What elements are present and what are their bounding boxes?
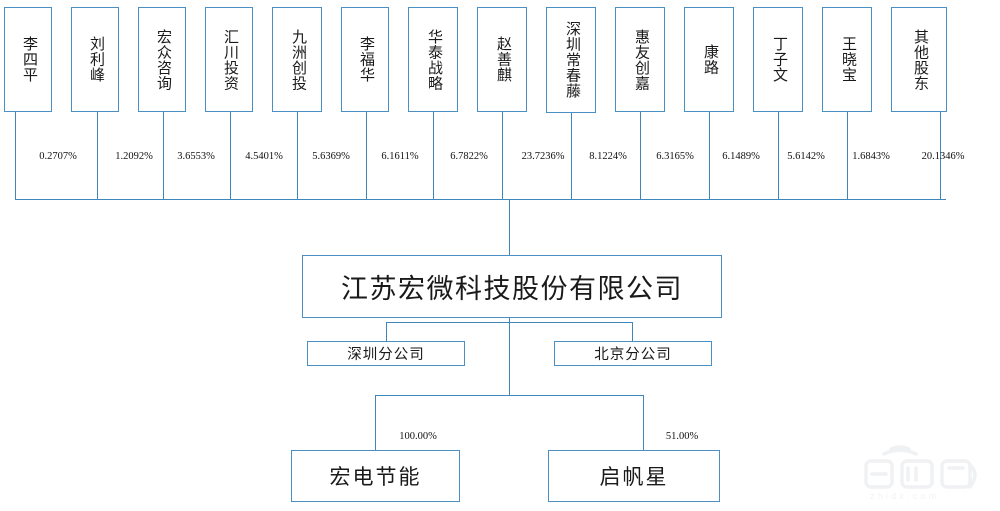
shareholder-name: 康路 <box>701 44 718 75</box>
company-box[interactable]: 江苏宏微科技股份有限公司 <box>302 255 722 318</box>
shareholder-name: 其他股东 <box>911 28 928 91</box>
branch-stem-right <box>632 322 634 341</box>
branch-stem-left <box>386 322 388 341</box>
shareholder-percent: 1.6843% <box>852 151 890 162</box>
company-to-subsidiary-connector <box>509 322 511 396</box>
subsidiary-stem-right <box>643 395 645 450</box>
shareholder-name: 九洲创投 <box>289 28 306 91</box>
shareholder-percent: 0.2707% <box>39 151 77 162</box>
shareholder-name: 李福华 <box>357 36 374 83</box>
shareholder-percent: 3.6553% <box>177 151 215 162</box>
watermark-url: zhidx.com <box>870 491 939 501</box>
shareholder-box[interactable]: 九洲创投 <box>272 7 322 112</box>
shareholder-stem <box>640 112 642 199</box>
company-bottom-stem <box>509 318 511 323</box>
shareholder-box[interactable]: 其他股东 <box>891 7 947 112</box>
subsidiary-percent: 51.00% <box>665 431 699 442</box>
shareholder-stem <box>366 112 368 199</box>
shareholder-name: 汇川投资 <box>221 28 238 91</box>
shareholder-stem <box>847 112 849 199</box>
shareholder-percent: 5.6142% <box>787 151 825 162</box>
shareholder-percent: 6.1489% <box>722 151 760 162</box>
shareholder-box[interactable]: 深圳常春藤 <box>546 7 596 113</box>
shareholder-stem <box>297 112 299 199</box>
shareholder-stem <box>778 112 780 199</box>
subsidiary-box[interactable]: 宏电节能 <box>291 450 460 502</box>
shareholder-bus-line <box>15 199 946 201</box>
shareholder-box[interactable]: 李四平 <box>4 7 52 112</box>
shareholder-percent: 1.2092% <box>115 151 153 162</box>
subsidiary-percent: 100.00% <box>399 431 437 442</box>
subsidiary-stem-left <box>375 395 377 450</box>
shareholder-stem <box>940 112 942 199</box>
shareholder-box[interactable]: 惠友创嘉 <box>615 7 665 112</box>
shareholder-stem <box>433 112 435 199</box>
branch-office-box[interactable]: 北京分公司 <box>554 341 712 366</box>
shareholder-stem <box>571 113 573 199</box>
shareholder-name: 宏众咨询 <box>154 28 171 91</box>
shareholder-name: 刘利峰 <box>87 36 104 83</box>
watermark: zhidx.com <box>850 441 990 505</box>
shareholder-stem <box>230 112 232 199</box>
shareholder-box[interactable]: 康路 <box>684 7 734 112</box>
shareholder-box[interactable]: 宏众咨询 <box>138 7 186 112</box>
shareholder-stem <box>709 112 711 199</box>
shareholder-box[interactable]: 汇川投资 <box>205 7 253 112</box>
shareholder-stem <box>15 112 17 199</box>
shareholder-percent: 6.3165% <box>656 151 694 162</box>
branch-office-name: 北京分公司 <box>594 347 672 363</box>
subsidiary-box[interactable]: 启帆星 <box>548 450 720 502</box>
subsidiary-name: 宏电节能 <box>329 465 422 489</box>
shareholder-name: 赵善麒 <box>494 36 511 83</box>
shareholder-percent: 4.5401% <box>245 151 283 162</box>
branch-office-name: 深圳分公司 <box>347 347 425 363</box>
shareholder-percent: 20.1346% <box>921 151 965 162</box>
shareholder-box[interactable]: 赵善麒 <box>477 7 527 112</box>
company-name: 江苏宏微科技股份有限公司 <box>341 274 683 304</box>
shareholder-box[interactable]: 王晓宝 <box>822 7 872 112</box>
shareholder-stem <box>502 112 504 199</box>
branch-office-box[interactable]: 深圳分公司 <box>307 341 465 366</box>
shareholder-box[interactable]: 华泰战略 <box>408 7 458 112</box>
subsidiary-bus-line <box>375 395 644 397</box>
shareholder-percent: 23.7236% <box>521 151 565 162</box>
shareholder-name: 深圳常春藤 <box>563 21 580 99</box>
shareholder-percent: 5.6369% <box>312 151 350 162</box>
shareholder-name: 华泰战略 <box>425 28 442 91</box>
shareholder-name: 李四平 <box>20 36 37 83</box>
shareholder-name: 丁子文 <box>770 36 787 83</box>
shareholder-box[interactable]: 丁子文 <box>753 7 803 112</box>
shareholder-stem <box>97 112 99 199</box>
shareholder-percent: 6.1611% <box>381 151 419 162</box>
bus-to-company-connector <box>509 199 511 255</box>
shareholder-percent: 6.7822% <box>450 151 488 162</box>
shareholder-box[interactable]: 李福华 <box>341 7 389 112</box>
shareholder-name: 惠友创嘉 <box>632 28 649 91</box>
shareholder-box[interactable]: 刘利峰 <box>71 7 119 112</box>
shareholder-name: 王晓宝 <box>839 36 856 83</box>
shareholder-percent: 8.1224% <box>589 151 627 162</box>
subsidiary-name: 启帆星 <box>599 465 669 489</box>
shareholder-stem <box>163 112 165 199</box>
